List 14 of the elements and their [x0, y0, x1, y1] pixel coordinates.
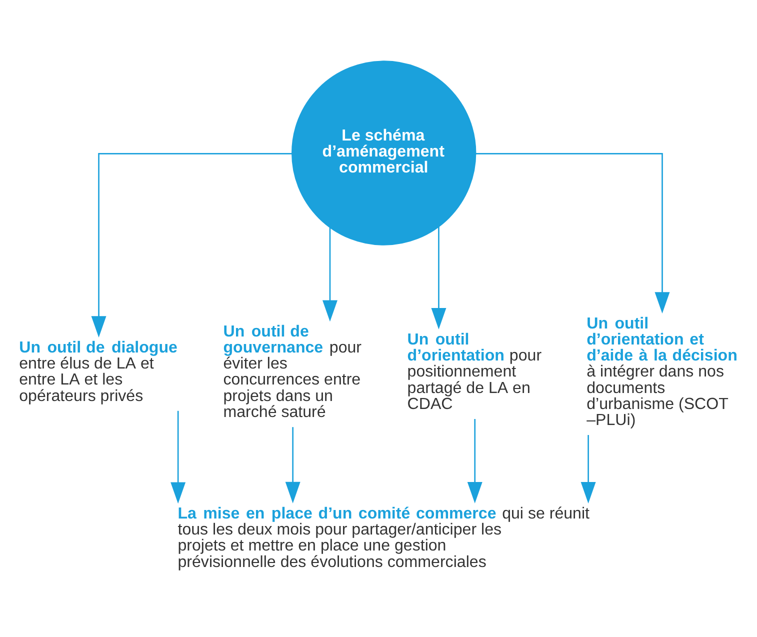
- arrow: [476, 152, 670, 313]
- node-text: Un outil d’orientation et d’aide à la décision à intégrer dans nos documents d’urbanisme (SCOT –PLUi): [586, 314, 738, 428]
- node-text: Un outil d’orientation pour positionnement partagé de LA en CDAC: [407, 330, 542, 412]
- node-text: Un outil de dialogue entre élus de LA et entre LA et les opérateurs privés: [19, 338, 178, 404]
- node-text: La mise en place d’un comité commerce qui se réunit tous les deux mois pour partager/anticiper les projets et mettre en place une gestion prévisionnelle des évolutions commerciales: [178, 504, 590, 570]
- node-text: Un outil de gouvernance pour éviter les concurrences entre projets dans un marché saturé: [223, 322, 362, 420]
- arrow: [431, 226, 446, 329]
- arrow: [91, 152, 292, 337]
- node-circle: Le schéma d’aménagement commercial: [292, 60, 476, 245]
- arrow: [580, 434, 596, 503]
- arrow: [285, 426, 300, 503]
- arrow: [322, 227, 338, 322]
- arrow: [170, 410, 186, 504]
- arrow: [467, 418, 482, 503]
